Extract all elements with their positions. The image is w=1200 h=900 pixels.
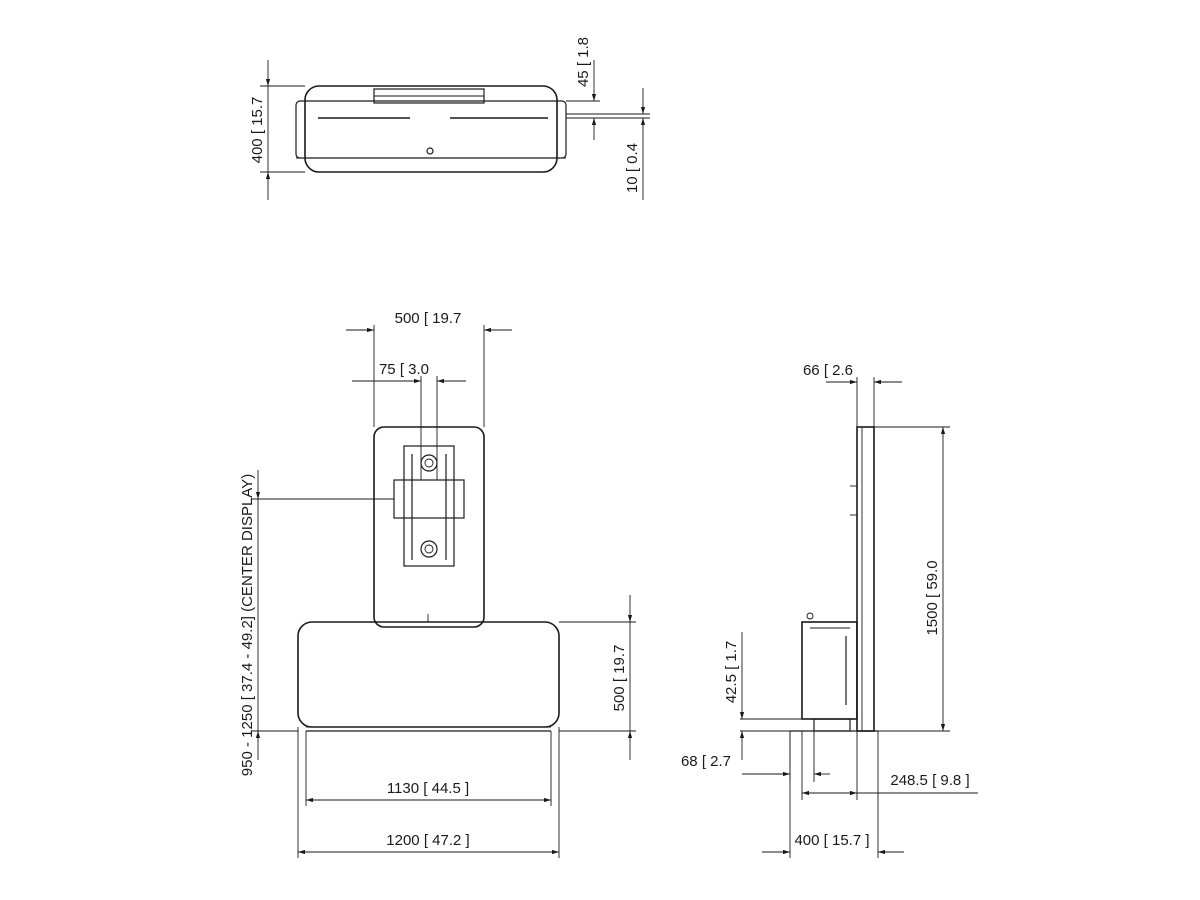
inner-width-label: 1130 [ 44.5 ]	[387, 780, 469, 797]
vesa-plate	[403, 445, 455, 567]
base-height-label: 500 [ 19.7	[611, 645, 628, 712]
top-depth-label: 400 [ 15.7	[249, 97, 266, 164]
side-cabinet	[801, 621, 858, 720]
top-view-outline	[304, 85, 558, 173]
cable-port-bottom	[420, 540, 438, 558]
foot-height-label: 42.5 [ 1.7	[723, 641, 740, 704]
side-depth-label: 400 [ 15.7 ]	[794, 832, 869, 849]
front-column	[373, 426, 485, 628]
front-cabinet	[297, 621, 560, 728]
side-height-label: 1500 [ 59.0	[924, 560, 941, 635]
top-view-inner-panel	[295, 100, 567, 159]
side-column-depth-label: 66 [ 2.6	[803, 362, 853, 379]
side-column	[856, 426, 875, 732]
cable-port-top	[420, 454, 438, 472]
top-view: 400 [ 15.7 45 [ 1.8 10 [ 0.4	[249, 37, 650, 200]
front-column-width-label: 500 [ 19.7	[395, 310, 462, 327]
top-clear-label: 45 [ 1.8	[575, 37, 592, 87]
side-view: 66 [ 2.6 1500 [ 59.0 42.5 [ 1.7 68 [ 2.7…	[681, 362, 978, 858]
back-offset-label: 248.5 [ 9.8 ]	[890, 772, 969, 789]
front-vesa-label: 75 [ 3.0	[379, 361, 429, 378]
outer-width-label: 1200 [ 47.2 ]	[386, 832, 469, 849]
side-foot	[813, 718, 851, 732]
foot-offset-label: 68 [ 2.7	[681, 753, 731, 770]
top-gap-label: 10 [ 0.4	[624, 143, 641, 193]
front-view: 500 [ 19.7 75 [ 3.0 950 - 1250 [ 37.4 - …	[239, 310, 636, 858]
center-height-label: 950 - 1250 [ 37.4 - 49.2] (CENTER DISPLA…	[239, 474, 256, 776]
